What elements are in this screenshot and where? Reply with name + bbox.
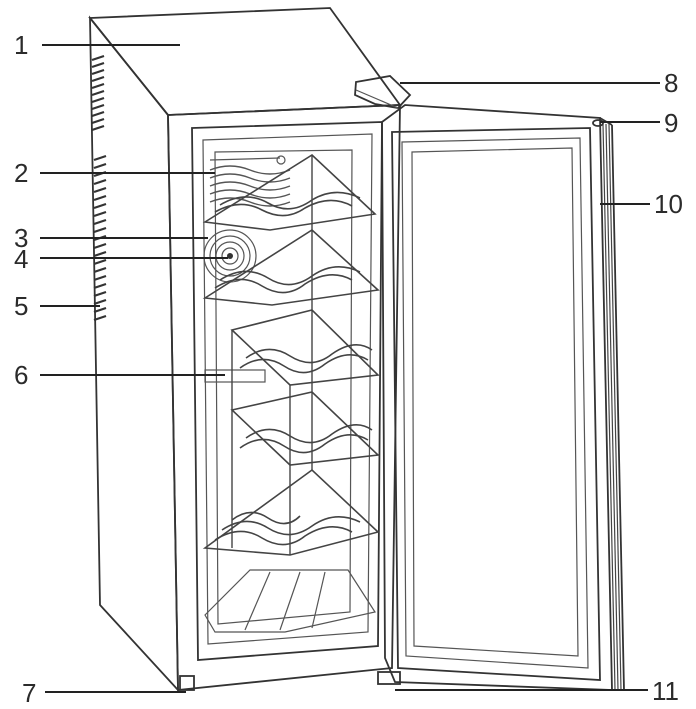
rack-5 — [202, 468, 380, 556]
callout-8: 8 — [664, 68, 679, 98]
rack-3 — [204, 309, 380, 386]
callout-3: 3 — [14, 223, 29, 253]
callout-11: 11 — [652, 676, 679, 706]
rack-uprights — [231, 155, 313, 555]
door-bottom-hinge — [377, 671, 401, 685]
cabinet — [88, 7, 402, 693]
top-hinge — [354, 75, 412, 109]
bottom-tray — [204, 569, 376, 633]
callout-6: 6 — [14, 360, 29, 390]
cabinet-foot — [179, 675, 195, 691]
rack-1 — [202, 153, 377, 231]
callout-4: 4 — [14, 244, 29, 274]
callout-1: 1 — [14, 30, 29, 60]
callout-2: 2 — [14, 158, 29, 188]
interior-light — [209, 155, 291, 207]
door — [381, 104, 625, 691]
callout-9: 9 — [664, 108, 679, 138]
rack-4 — [230, 391, 380, 466]
wine-racks — [202, 153, 380, 633]
leader-lines — [40, 44, 660, 693]
rack-2 — [202, 228, 380, 306]
callout-7: 7 — [22, 678, 37, 708]
callout-5: 5 — [14, 291, 29, 321]
callout-10: 10 — [654, 189, 683, 219]
